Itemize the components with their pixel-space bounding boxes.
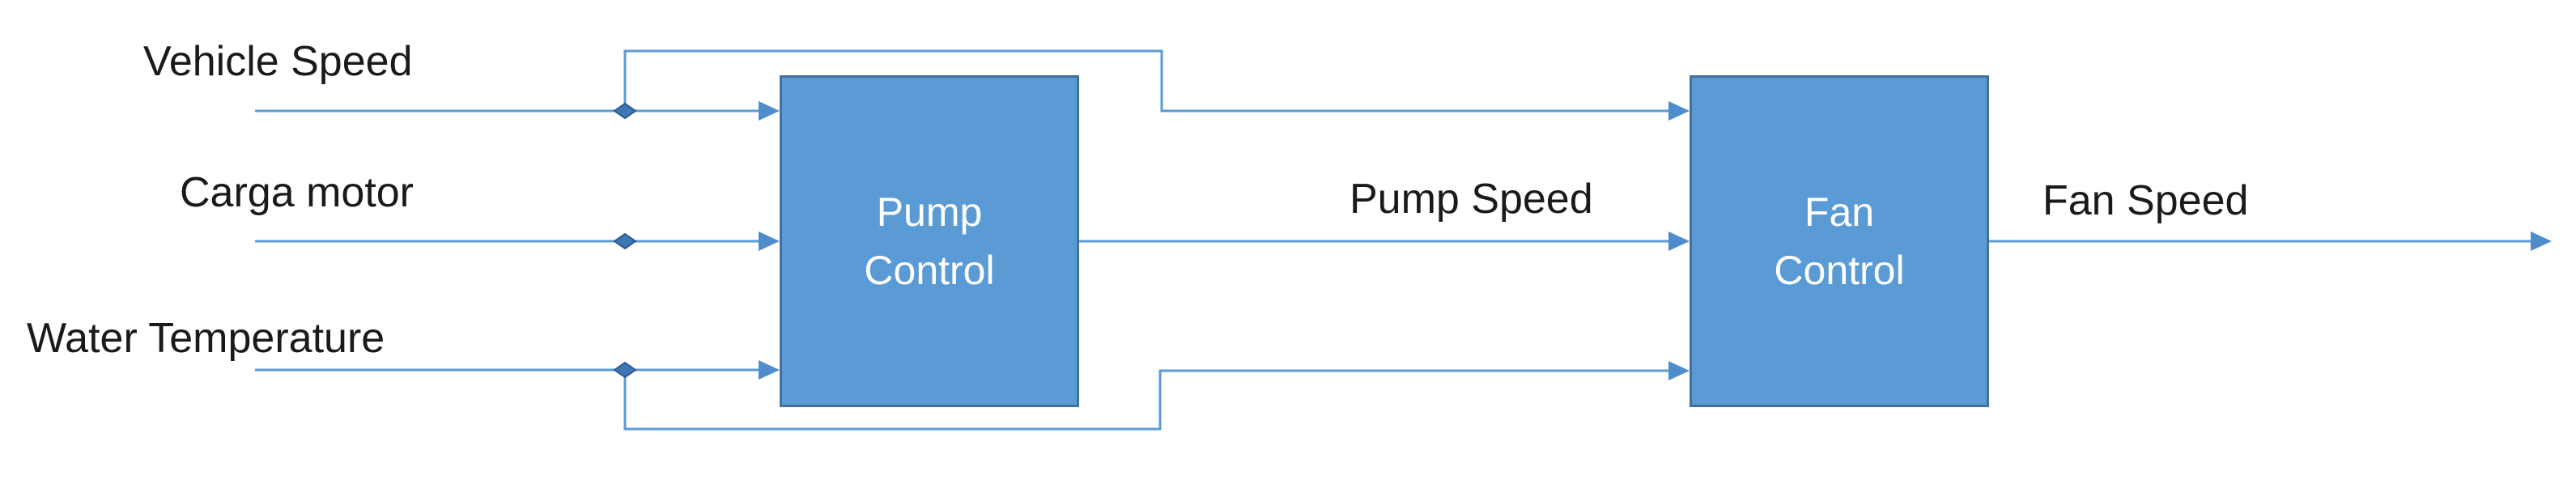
junction-diamond-icon [613,102,637,120]
edge-vehicle-speed-bypass [623,49,1672,113]
water-temperature-label: Water Temperature [27,315,385,362]
pump-control-title-line2: Control [864,248,995,293]
edge-water-temperature-bypass [623,369,1672,431]
arrowhead-icon [1668,361,1690,380]
carga-motor-label: Carga motor [180,169,414,216]
pump-control-title-line1: Pump [876,189,983,235]
fan-control-block: Fan Control [1690,75,1989,407]
arrowhead-icon [2531,232,2552,251]
junction-diamond-icon [613,232,637,250]
junction-diamond-icon [613,361,637,379]
pump-control-block: Pump Control [780,75,1079,407]
arrowhead-icon [759,101,780,121]
arrowhead-icon [759,232,780,251]
vehicle-speed-label: Vehicle Speed [143,38,413,85]
fan-speed-label: Fan Speed [2043,177,2249,224]
pump-speed-label: Pump Speed [1350,176,1593,223]
arrowhead-icon [1668,101,1690,121]
arrowhead-icon [1668,232,1690,251]
fan-control-title-line1: Fan [1804,189,1875,235]
fan-control-title-line2: Control [1774,248,1905,293]
arrowhead-icon [759,360,780,380]
